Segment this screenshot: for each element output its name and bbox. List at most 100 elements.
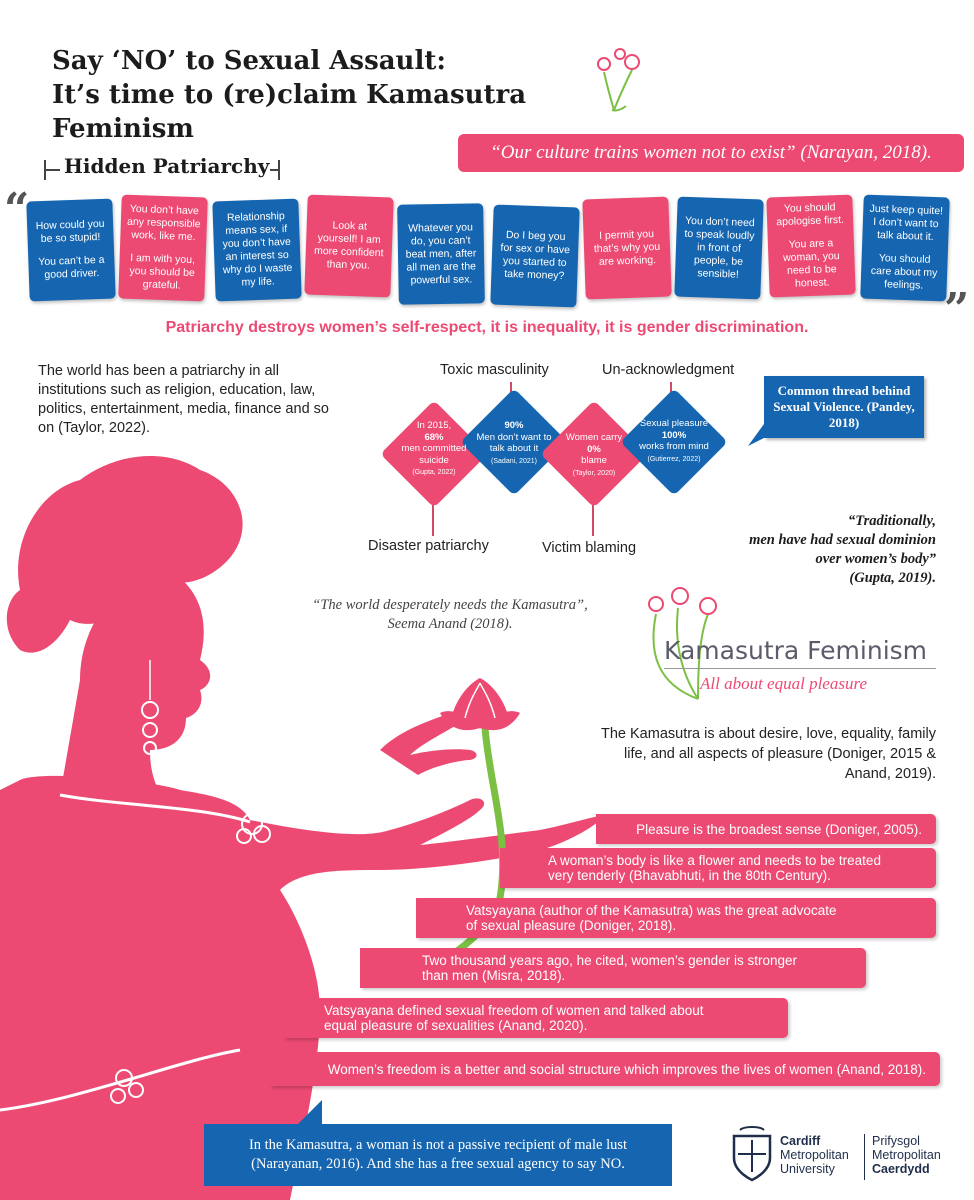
- hidden-patriarchy-heading: Hidden Patriarchy: [20, 152, 280, 186]
- university-cy-line-2: Metropolitan: [872, 1148, 941, 1162]
- diamond-3-pre: Women carry: [565, 432, 623, 443]
- diamond-1-stat: 68%: [424, 431, 444, 443]
- ribbon-6: Women’s freedom is a better and social s…: [270, 1052, 940, 1086]
- card-7-text-a: I permit you that’s why you are working.: [593, 227, 661, 268]
- diamond-4-text: Sexual pleasure 100% works from mind (Gu…: [634, 418, 714, 464]
- trad-quote-line-4: (Gupta, 2019).: [849, 570, 936, 586]
- ribbon-2: A woman’s body is like a flower and need…: [500, 848, 936, 888]
- diamond-2-cite: (Sadani, 2021): [491, 457, 537, 465]
- heading-tick-right: [278, 160, 280, 180]
- diamond-4-cite: (Gutierrez, 2022): [647, 455, 701, 463]
- kamasutra-flower-icon: [648, 587, 717, 700]
- trad-quote-line-1: “Traditionally,: [848, 513, 936, 529]
- card-2: You don’t have any responsible work, lik…: [118, 194, 208, 302]
- needs-quote-line-1: “The world desperately needs the Kamasut…: [312, 597, 588, 613]
- card-4: Look at yourself! I am more confident th…: [304, 194, 394, 298]
- university-separator: [864, 1134, 865, 1180]
- card-6: Do I beg you for sex or have you started…: [490, 204, 580, 308]
- world-patriarchy-text: The world has been a patriarchy in all i…: [38, 363, 329, 436]
- university-cy-line-3: Caerdydd: [872, 1162, 930, 1176]
- card-10-text-b: You should care about my feelings.: [870, 252, 938, 292]
- label-disaster-patriarchy: Disaster patriarchy: [368, 538, 489, 554]
- ribbon-4-line-1: Two thousand years ago, he cited, women’…: [422, 953, 797, 968]
- card-10-text-a: Just keep quite! I don’t want to talk ab…: [869, 202, 944, 243]
- needs-quote-line-2: Seema Anand (2018).: [387, 616, 513, 632]
- diamond-1-post: men committed suicide: [401, 443, 467, 466]
- ribbon-1-text: Pleasure is the broadest sense (Doniger,…: [636, 821, 922, 837]
- card-8-text-a: You don’t need to speak loudly in front …: [684, 214, 755, 281]
- close-quote-icon: ”: [944, 284, 970, 335]
- trad-quote-line-3: over women’s body”: [815, 551, 936, 567]
- diamond-4-post: works from mind: [639, 441, 709, 452]
- title-line-2: It’s time to (re)claim Kamasutra Feminis…: [52, 80, 527, 144]
- ribbon-3: Vatsyayana (author of the Kamasutra) was…: [416, 898, 936, 938]
- kamasutra-subtitle: All about equal pleasure: [700, 674, 867, 693]
- card-1: How could you be so stupid! You can’t be…: [26, 198, 116, 302]
- bottom-statement-text: In the Kamasutra, a woman is not a passi…: [248, 1137, 628, 1172]
- kamasutra-description: The Kamasutra is about desire, love, equ…: [600, 726, 936, 782]
- card-9-text-a: You should apologise first.: [776, 201, 845, 229]
- diamond-3-text: Women carry 0% blame (Taylor, 2020): [554, 432, 634, 478]
- diamond-2-stat: 90%: [504, 420, 524, 431]
- card-7: I permit you that’s why you are working.: [582, 196, 672, 300]
- card-3-text-a: Relationship means sex, if you don’t hav…: [222, 210, 293, 289]
- university-name-en: Cardiff Metropolitan University: [780, 1134, 849, 1176]
- card-5-text-a: Whatever you do, you can’t beat men, aft…: [405, 220, 477, 287]
- diamond-4-pre: Sexual pleasure: [639, 418, 709, 429]
- ribbon-2-line-1: A woman’s body is like a flower and need…: [548, 853, 881, 868]
- hidden-patriarchy-title: Hidden Patriarchy: [64, 154, 270, 178]
- university-en-line-2: Metropolitan: [780, 1148, 849, 1162]
- card-3: Relationship means sex, if you don’t hav…: [212, 198, 302, 302]
- diamond-1-text: In 2015, 68% men committed suicide (Gupt…: [394, 420, 474, 477]
- stem-4: [592, 500, 594, 536]
- university-name-cy: Prifysgol Metropolitan Caerdydd: [872, 1134, 941, 1176]
- diamond-3-cite: (Taylor, 2020): [572, 469, 616, 477]
- card-10: Just keep quite! I don’t want to talk ab…: [860, 194, 950, 302]
- card-9: You should apologise first. You are a wo…: [766, 194, 856, 298]
- ribbon-5-line-2: equal pleasure of sexualities (Anand, 20…: [324, 1018, 588, 1033]
- diamond-3-post: blame: [581, 455, 607, 466]
- card-5: Whatever you do, you can’t beat men, aft…: [397, 203, 485, 305]
- open-quote-icon: “: [4, 184, 30, 235]
- trad-quote-line-2: men have had sexual dominion: [749, 532, 936, 548]
- flower-icon: [597, 48, 640, 112]
- ribbon-4: Two thousand years ago, he cited, women’…: [360, 948, 866, 988]
- university-en-line-1: Cardiff: [780, 1134, 821, 1148]
- diamond-2-text: 90% Men don’t want to talk about it (Sad…: [474, 420, 554, 466]
- world-needs-kamasutra-quote: “The world desperately needs the Kamasut…: [300, 596, 600, 634]
- label-victim-blaming: Victim blaming: [542, 540, 637, 556]
- ribbon-3-line-2: of sexual pleasure (Doniger, 2018).: [466, 918, 677, 933]
- kamasutra-divider: [664, 668, 936, 669]
- diamond-3-stat: 0%: [587, 443, 601, 455]
- ribbon-3-line-1: Vatsyayana (author of the Kamasutra) was…: [466, 903, 837, 918]
- common-thread-text: Common thread behind Sexual Violence. (P…: [773, 383, 915, 430]
- ribbon-6-text: Women’s freedom is a better and social s…: [327, 1061, 926, 1077]
- card-1-text-a: How could you be so stupid!: [35, 217, 105, 246]
- diamond-1-pre: In 2015,: [416, 420, 452, 431]
- ribbon-5-line-1: Vatsyayana defined sexual freedom of wom…: [324, 1003, 704, 1018]
- patriarchy-note: Patriarchy destroys women’s self-respect…: [165, 319, 809, 336]
- card-4-text-a: Look at yourself! I am more confident th…: [313, 219, 384, 272]
- heading-line-left: [44, 169, 60, 171]
- bottom-box-pointer: [296, 1100, 322, 1126]
- diamond-2-post: Men don’t want to talk about it: [476, 431, 552, 455]
- kamasutra-feminism-title: Kamasutra Feminism: [664, 636, 928, 665]
- page-title: Say ‘NO’ to Sexual Assault: It’s time to…: [52, 44, 652, 146]
- ribbon-5: Vatsyayana defined sexual freedom of wom…: [284, 998, 788, 1038]
- diamond-4-stat: 100%: [661, 429, 687, 441]
- card-8: You don’t need to speak loudly in front …: [674, 196, 764, 300]
- common-thread-box: Common thread behind Sexual Violence. (P…: [764, 376, 924, 438]
- bottom-statement-box: In the Kamasutra, a woman is not a passi…: [204, 1124, 672, 1186]
- label-unacknowledgment: Un-acknowledgment: [602, 362, 735, 378]
- title-line-1: Say ‘NO’ to Sexual Assault:: [52, 46, 446, 76]
- ribbon-4-line-2: than men (Misra, 2018).: [422, 968, 566, 983]
- label-toxic-masculinity: Toxic masculinity: [440, 362, 549, 378]
- university-en-line-3: University: [780, 1162, 835, 1176]
- traditionally-quote: “Traditionally, men have had sexual domi…: [700, 512, 936, 588]
- quote-banner-text: “Our culture trains women not to exist” …: [490, 142, 932, 163]
- ribbon-1: Pleasure is the broadest sense (Doniger,…: [596, 814, 936, 844]
- university-crest-icon: [732, 1126, 772, 1182]
- quote-banner: “Our culture trains women not to exist” …: [458, 134, 964, 172]
- thread-box-pointer: [748, 424, 764, 446]
- diamond-1-cite: (Gupta, 2022): [412, 469, 456, 476]
